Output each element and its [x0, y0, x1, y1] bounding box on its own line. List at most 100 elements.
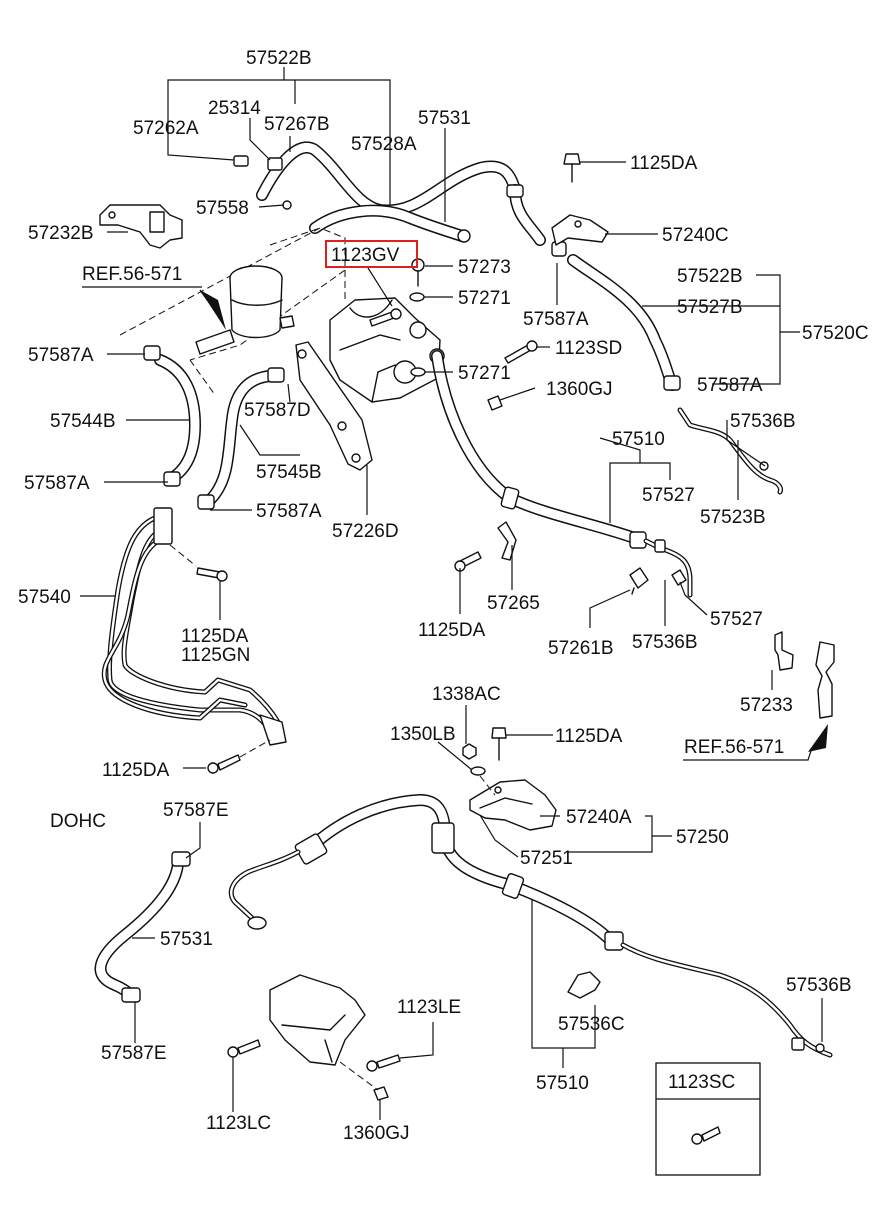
label-57523B: 57523B	[700, 507, 766, 528]
pipe-57510-tail	[643, 538, 693, 598]
label-57251: 57251	[520, 848, 573, 869]
bracket-57240A	[469, 779, 557, 831]
reservoir-icon	[195, 265, 295, 355]
label-57233: 57233	[740, 695, 793, 716]
bracket-57240C	[551, 214, 609, 246]
label-57262A: 57262A	[133, 118, 199, 139]
label-57250: 57250	[676, 827, 729, 848]
highlight-box-1123GV	[325, 240, 418, 268]
label-57265: 57265	[487, 593, 540, 614]
washer-1350LB-icon	[470, 766, 486, 776]
label-57587A-l2: 57587A	[24, 473, 90, 494]
label-1360GJ-bottom: 1360GJ	[343, 1123, 410, 1144]
label-57528A: 57528A	[351, 134, 417, 155]
label-57232B: 57232B	[28, 223, 94, 244]
label-1123GV: 1123GV	[331, 245, 400, 266]
label-57273: 57273	[458, 257, 511, 278]
label-57510-bottom: 57510	[536, 1073, 589, 1094]
label-57510-top: 57510	[612, 429, 665, 450]
label-57240A: 57240A	[566, 807, 632, 828]
label-57587E-bottom: 57587E	[101, 1043, 167, 1064]
bolt-1125DA-bl-icon	[207, 754, 241, 774]
label-57587A-l1: 57587A	[28, 345, 94, 366]
label-57522B-top: 57522B	[246, 48, 312, 69]
label-dohc: DOHC	[50, 811, 106, 832]
bolt-1123SD-icon	[504, 340, 538, 364]
clamp-57558	[282, 200, 292, 210]
ref-arrow-bottom-icon	[808, 724, 828, 752]
label-1338AC: 1338AC	[432, 684, 501, 705]
label-1125GN: 1125GN	[181, 645, 250, 666]
bolt-1123LC-icon	[227, 1039, 261, 1058]
hose-57531-top	[256, 141, 521, 217]
label-ref-bottom: REF.56-571	[684, 737, 784, 758]
label-57544B: 57544B	[50, 411, 116, 432]
clip-57265-icon	[497, 521, 517, 561]
label-57531-bottom: 57531	[160, 929, 213, 950]
label-1123LE: 1123LE	[397, 997, 461, 1018]
washer-1360GJ-icon	[487, 395, 503, 411]
label-57536B-r: 57536B	[730, 411, 796, 432]
label-57240C: 57240C	[662, 225, 729, 246]
label-57558: 57558	[196, 198, 249, 219]
label-57522B-right: 57522B	[677, 266, 743, 287]
cooler-57540	[101, 507, 287, 746]
label-57527-b: 57527	[710, 609, 763, 630]
label-57527-a: 57527	[642, 485, 695, 506]
leader-lines	[80, 67, 823, 1120]
label-1125DA-l: 1125DA	[181, 626, 249, 647]
pump-body	[329, 297, 445, 403]
label-1125DA-c: 1125DA	[555, 726, 623, 747]
label-1123LC: 1123LC	[206, 1113, 271, 1134]
label-25314: 25314	[208, 98, 261, 119]
label-57527B: 57527B	[677, 297, 743, 318]
shield-bracket	[269, 974, 366, 1066]
part-drawings	[94, 141, 835, 1176]
bolt-1125DA-mid-icon	[454, 551, 482, 572]
bolt-1125DA-l-icon	[196, 567, 228, 582]
clip-57261B-icon	[629, 567, 649, 589]
label-1125DA-mid: 1125DA	[418, 620, 486, 641]
label-57536C: 57536C	[558, 1014, 625, 1035]
legend-box-1123SC	[655, 1062, 761, 1176]
bracket-57226D	[295, 341, 373, 471]
label-57540: 57540	[18, 587, 71, 608]
bolt-1123LE-icon	[366, 1054, 401, 1072]
bracket-57233	[774, 631, 794, 671]
label-1123SD: 1123SD	[555, 338, 622, 359]
bolt-1123SC-icon	[691, 1126, 721, 1145]
label-57587A-m: 57587A	[256, 501, 322, 522]
label-57545B: 57545B	[256, 462, 322, 483]
washer-57271-b-icon	[410, 367, 426, 377]
bracket-ref-bottom	[815, 641, 835, 719]
label-57271-a: 57271	[458, 288, 511, 309]
bolt-1125DA-c-icon	[491, 727, 507, 761]
label-57267B: 57267B	[264, 114, 330, 135]
label-57587E-top: 57587E	[163, 800, 229, 821]
label-1125DA-bl: 1125DA	[102, 760, 170, 781]
label-1125DA-tr: 1125DA	[630, 153, 698, 174]
label-57226D: 57226D	[332, 521, 399, 542]
label-1123SC: 1123SC	[668, 1072, 735, 1093]
label-57587A-r1: 57587A	[523, 309, 589, 330]
bolt-1123GV-icon	[369, 308, 402, 327]
label-57587D: 57587D	[244, 400, 311, 421]
nut-1338AC-icon	[462, 743, 477, 760]
label-57261B: 57261B	[548, 638, 614, 659]
label-57536B-br: 57536B	[786, 975, 852, 996]
label-ref-top: REF.56-571	[82, 264, 182, 285]
label-57271-b: 57271	[458, 363, 511, 384]
label-57587A-r2: 57587A	[697, 375, 763, 396]
clamp-57262A	[233, 155, 249, 167]
part-labels: 57522B 25314 57262A 57267B 57531 57528A …	[18, 48, 869, 1144]
label-57536B-m: 57536B	[632, 632, 698, 653]
label-57520C: 57520C	[802, 323, 869, 344]
label-57531-top: 57531	[418, 108, 471, 129]
label-1350LB: 1350LB	[390, 724, 456, 745]
bolt-1125DA-tr-icon	[563, 153, 581, 183]
clip-57536C-icon	[567, 971, 601, 999]
washer-57271-a-icon	[409, 292, 425, 302]
label-1360GJ-top: 1360GJ	[546, 379, 613, 400]
